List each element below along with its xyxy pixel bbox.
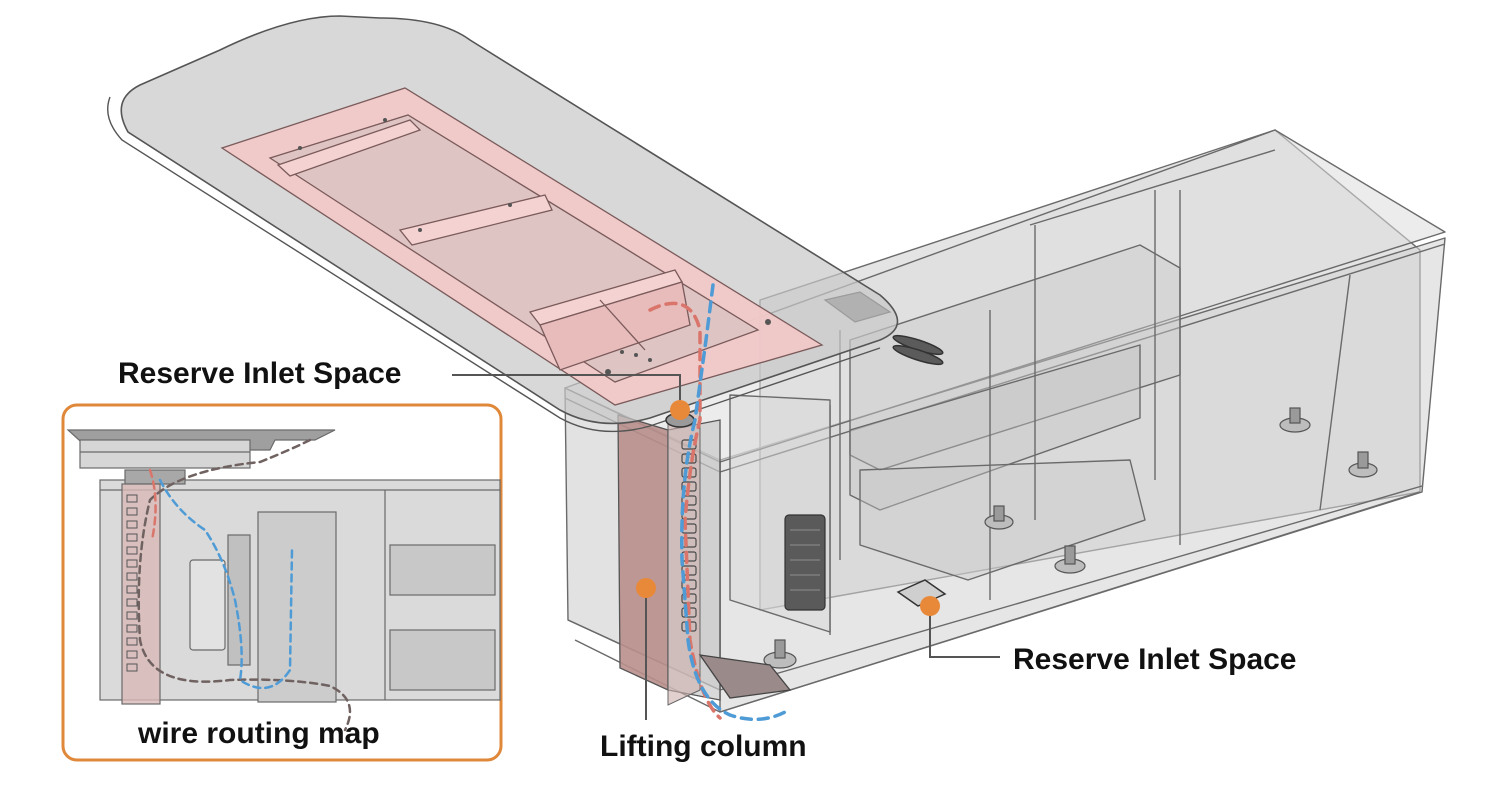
inset-wire-red <box>148 468 157 542</box>
inset-wire-gray <box>137 438 352 732</box>
inset-wires <box>137 438 352 732</box>
bottom-inlet-grommet <box>896 579 947 607</box>
inset-drawing <box>66 429 501 705</box>
marker-top-inlet <box>670 400 690 420</box>
foot-2 <box>1348 451 1378 478</box>
foot-4 <box>984 505 1014 530</box>
callout-line-top-inlet <box>452 374 681 408</box>
foot-1 <box>1279 407 1311 433</box>
marker-bottom-inlet <box>920 596 940 616</box>
callout-lines <box>452 374 1000 720</box>
foot-5 <box>763 639 797 669</box>
control-box <box>784 514 826 611</box>
label-lifting-column: Lifting column <box>600 730 807 763</box>
desk-frame <box>220 87 824 406</box>
label-reserve-inlet-top: Reserve Inlet Space <box>118 357 402 390</box>
marker-lifting-column <box>636 578 656 598</box>
callout-line-bottom-inlet <box>929 606 1000 658</box>
label-reserve-inlet-right: Reserve Inlet Space <box>1013 643 1297 676</box>
label-wire-routing-map: wire routing map <box>137 717 380 750</box>
inset-wire-blue <box>158 478 294 690</box>
foot-3 <box>1054 545 1086 574</box>
wire-blue <box>680 283 787 722</box>
markers <box>636 400 940 616</box>
leveling-feet <box>763 407 1378 669</box>
wires <box>648 283 787 722</box>
inset-wire-routing-map <box>61 403 503 762</box>
